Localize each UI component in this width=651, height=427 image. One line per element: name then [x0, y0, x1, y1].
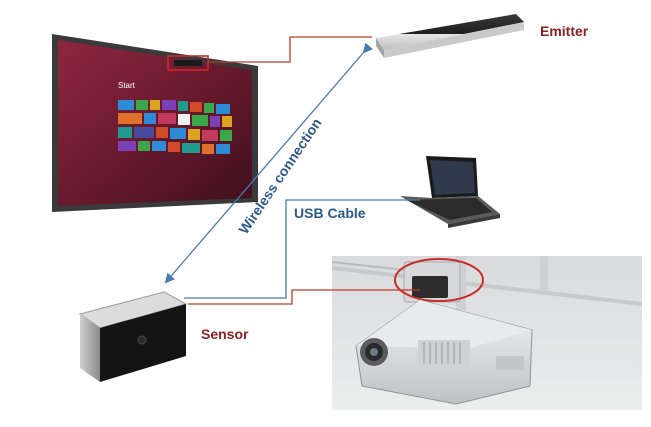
sensor-label: Sensor — [201, 326, 249, 342]
sensor-highlight-ellipse — [394, 258, 484, 302]
mounted-emitter — [174, 60, 202, 66]
laptop — [400, 156, 500, 228]
emitter-label: Emitter — [540, 23, 589, 39]
emitter-leader-line — [208, 36, 372, 63]
wireless-connection-arrow — [164, 42, 374, 284]
sensor-leader-line — [188, 289, 420, 305]
whiteboard: Start — [52, 34, 258, 212]
sensor-device — [78, 291, 188, 382]
usb-cable-label: USB Cable — [294, 205, 366, 221]
projector-photo — [331, 256, 643, 410]
whiteboard-start-text: Start — [118, 81, 136, 90]
emitter-device — [376, 14, 524, 58]
